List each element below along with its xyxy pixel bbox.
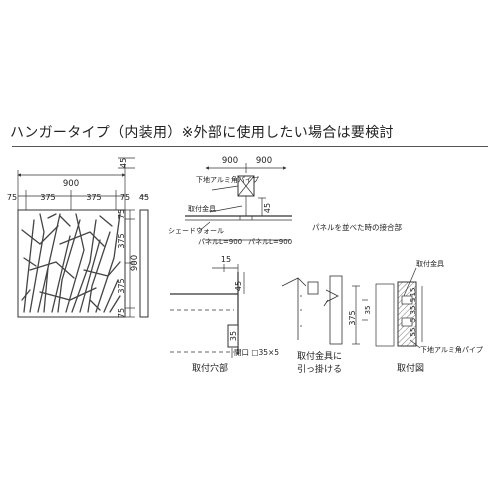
dim-top-total: 900 — [63, 179, 79, 189]
joint-label-pipe: 下地アルミ角パイプ — [196, 175, 259, 184]
dim-right-seg-1: 75 — [117, 209, 126, 219]
install-dim-stack-5: 55 — [409, 328, 417, 337]
page-title: ハンガータイプ（内装用）※外部に使用したい場合は要検討 — [10, 125, 394, 141]
joint-label-wall: シェードウォール — [168, 227, 224, 235]
dim-top-seg-1: 75 — [7, 193, 17, 202]
joint-dim-45: 45 — [263, 203, 272, 213]
install-dim-35: 35 — [364, 306, 372, 315]
dim-top-seg-4: 75 — [120, 193, 130, 202]
dim-top-offset: 45 — [119, 158, 128, 168]
hole-dim-35: 35 — [229, 331, 238, 341]
joint-top-view — [185, 163, 292, 241]
hole-detail — [170, 264, 245, 358]
dim-right-seg-4: 75 — [117, 308, 126, 318]
install-dim-stack-2: 5 — [409, 298, 417, 302]
panel-front-view — [17, 157, 149, 318]
hole-caption: 取付穴部 — [192, 362, 228, 374]
branch-pattern — [21, 213, 121, 313]
install-dim-stack-3: 35 — [409, 306, 417, 315]
joint-dim-left: 900 — [222, 156, 238, 166]
dim-top-seg-3: 375 — [86, 193, 101, 202]
install-caption: 取付図 — [397, 363, 424, 374]
joint-panel-left: パネルL=900 — [198, 238, 242, 246]
hole-label-opening: 開口 □35×5 — [234, 348, 279, 357]
hole-dim-15: 15 — [221, 255, 231, 264]
hole-dim-45: 45 — [234, 281, 243, 291]
install-label-pipe: 下地アルミ角パイプ — [420, 345, 483, 354]
hook-detail — [281, 275, 343, 345]
title-divider — [12, 146, 488, 147]
dim-top-seg-2: 375 — [40, 193, 55, 202]
hook-caption-line1: 取付金具に — [297, 350, 342, 362]
dim-right-seg-3: 375 — [117, 278, 126, 293]
dim-right-seg-2: 375 — [117, 233, 126, 248]
hook-caption-line2: 引っ掛ける — [297, 363, 342, 375]
install-detail — [352, 267, 423, 349]
joint-label-bracket: 取付金具 — [188, 204, 216, 213]
joint-caption: パネルを並べた時の接合部 — [312, 222, 402, 232]
joint-panel-right: パネルL=900 — [248, 238, 292, 246]
joint-dim-right: 900 — [256, 156, 272, 166]
install-dim-375: 375 — [348, 310, 357, 325]
install-label-bracket: 取付金具 — [416, 259, 444, 268]
side-thickness: 45 — [139, 193, 149, 202]
install-dim-stack-1: 15 — [409, 288, 417, 297]
install-dim-stack-4: 5 — [409, 318, 417, 322]
dim-right-total: 900 — [130, 255, 140, 271]
